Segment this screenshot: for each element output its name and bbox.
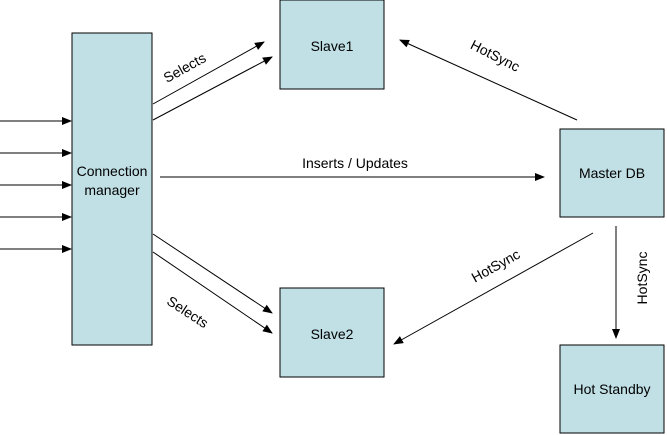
connection-manager-label-line1: Connection: [77, 163, 148, 179]
selects-to-slave1-edge: Selects: [152, 41, 273, 121]
hot-standby-box: [559, 344, 665, 434]
selects-to-slave2-edge: Selects: [152, 233, 273, 334]
selects-slave2-arrow-1: [152, 233, 273, 314]
slave1-box: [279, 0, 385, 90]
slave2-node: Slave2: [279, 287, 385, 378]
connection-manager-box: [71, 32, 153, 346]
selects-slave1-arrow-1: [152, 41, 265, 105]
hotsync-slave1-edge: HotSync: [399, 36, 578, 121]
master-db-label: Master DB: [579, 165, 645, 181]
hotsync-slave1-arrow: [399, 39, 578, 121]
hot-standby-node: Hot Standby: [559, 344, 665, 434]
selects-slave2-arrow-2: [152, 251, 273, 334]
selects-bottom-label: Selects: [164, 293, 211, 331]
selects-top-label: Selects: [161, 49, 209, 85]
selects-slave1-arrow-2: [152, 56, 273, 121]
inserts-updates-label: Inserts / Updates: [302, 155, 408, 171]
slave1-node: Slave1: [279, 0, 385, 90]
connection-manager-label-line2: manager: [84, 182, 140, 198]
connection-manager-node: Connection manager: [71, 32, 153, 346]
hotsync-slave2-label: HotSync: [469, 246, 523, 286]
hotsync-slave2-edge: HotSync: [393, 232, 594, 345]
master-db-box: [559, 128, 665, 218]
hot-standby-label: Hot Standby: [573, 381, 650, 397]
inserts-updates-edge: Inserts / Updates: [160, 155, 545, 181]
hotsync-standby-edge: HotSync: [612, 226, 650, 339]
master-db-node: Master DB: [559, 128, 665, 218]
hotsync-slave1-label: HotSync: [468, 36, 522, 74]
slave1-label: Slave1: [311, 38, 354, 54]
slave2-label: Slave2: [311, 326, 354, 342]
hotsync-slave2-arrow: [393, 232, 594, 345]
client-input-arrows: [0, 117, 72, 253]
slave2-box: [279, 287, 385, 378]
hotsync-standby-label: HotSync: [634, 252, 650, 305]
